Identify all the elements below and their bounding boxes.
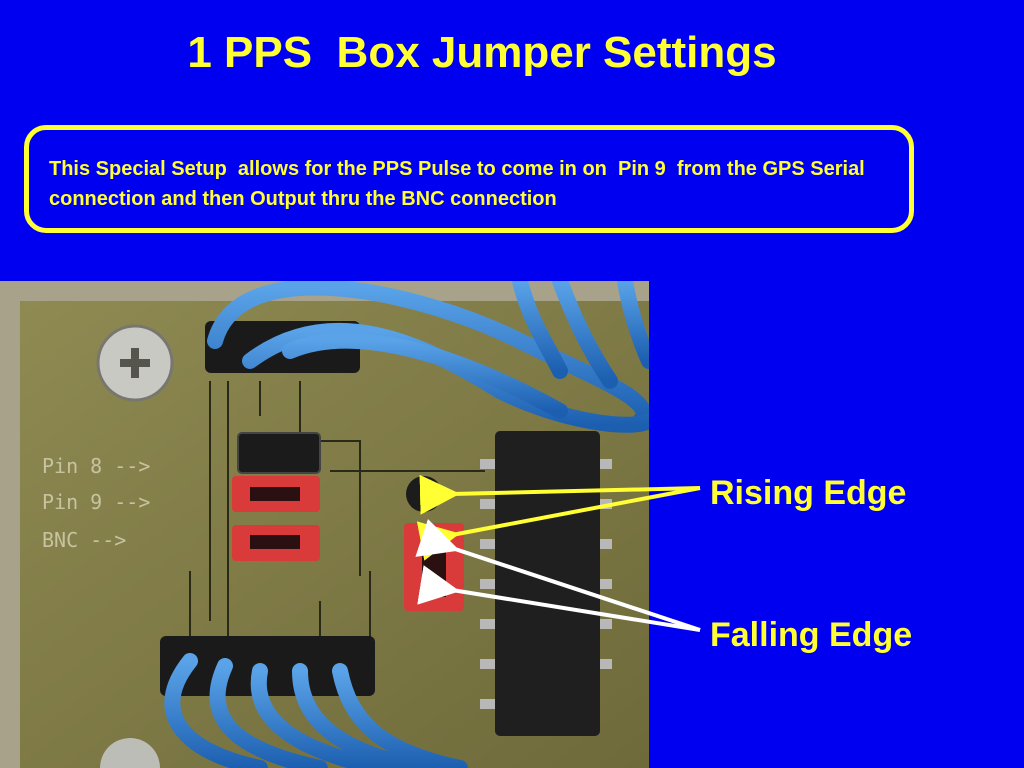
- blue-wires: [164, 281, 649, 768]
- board-label-bnc: BNC -->: [42, 528, 126, 552]
- board-label-pin8: Pin 8 -->: [42, 454, 150, 478]
- screw-icon: [100, 738, 160, 768]
- screw-icon: [96, 324, 174, 402]
- circuit-board-illustration: Pin 8 --> Pin 9 --> BNC -->: [0, 281, 649, 768]
- falling-edge-label: Falling Edge: [710, 616, 913, 654]
- info-callout: This Special Setup allows for the PPS Pu…: [24, 125, 914, 233]
- rising-edge-label: Rising Edge: [710, 474, 907, 512]
- rising-edge-arrow: [419, 474, 701, 515]
- ic-chip: [480, 431, 612, 736]
- falling-edge-arrow: [415, 518, 701, 632]
- slide-title: 1 PPS Box Jumper Settings: [187, 28, 777, 77]
- board-labels: Pin 8 --> Pin 9 --> BNC -->: [42, 454, 150, 552]
- jumper-header-group: [232, 432, 321, 561]
- callout-text: This Special Setup allows for the PPS Pu…: [49, 158, 871, 210]
- falling-edge-arrow: [417, 565, 701, 632]
- board-label-pin9: Pin 9 -->: [42, 490, 150, 514]
- rising-edge-arrow: [416, 486, 701, 561]
- circuit-board-photo: Pin 8 --> Pin 9 --> BNC -->: [0, 281, 649, 768]
